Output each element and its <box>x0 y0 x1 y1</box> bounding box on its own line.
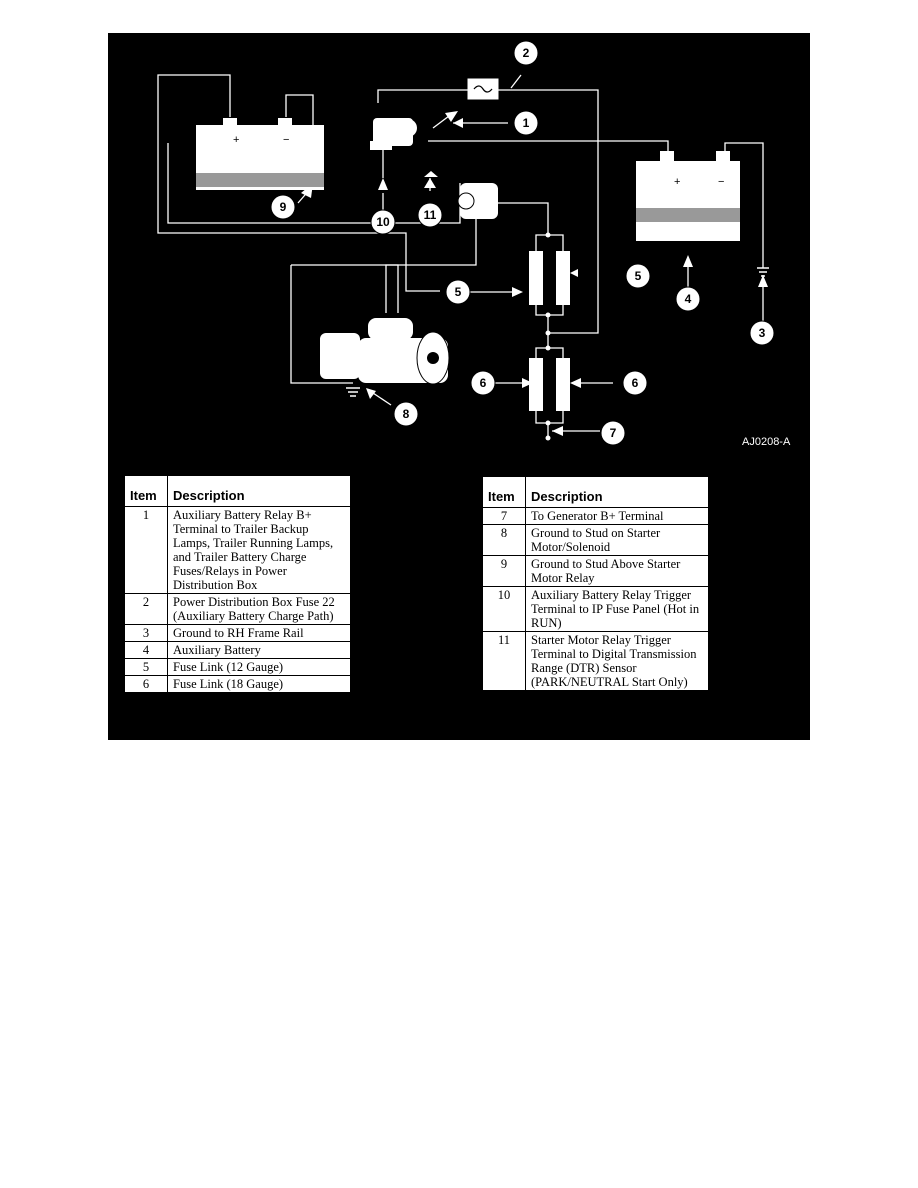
figure-ref: AJ0208-A <box>742 436 791 448</box>
legend-row: 3 Ground to RH Frame Rail <box>124 624 351 642</box>
svg-text:1: 1 <box>523 116 530 130</box>
legend-row: 7 To Generator B+ Terminal <box>482 507 709 525</box>
legend-item-description: Starter Motor Relay Trigger Terminal to … <box>525 631 709 691</box>
junction-dots <box>545 232 551 441</box>
legend-row: 4 Auxiliary Battery <box>124 641 351 659</box>
wires <box>157 74 764 438</box>
svg-text:+: + <box>674 176 680 188</box>
svg-text:−: − <box>718 176 724 188</box>
legend-item-number: 3 <box>124 624 168 642</box>
svg-text:5: 5 <box>635 269 642 283</box>
legend-item-number: 1 <box>124 506 168 594</box>
legend-table-right: Item Description 7 To Generator B+ Termi… <box>482 476 709 691</box>
legend-row: 10 Auxiliary Battery Relay Trigger Termi… <box>482 586 709 632</box>
legend-row: 9 Ground to Stud Above Starter Motor Rel… <box>482 555 709 587</box>
diagram-panel: + − + − <box>108 33 810 740</box>
fuse-22 <box>467 78 499 100</box>
svg-text:+: + <box>233 134 239 146</box>
legend-item-description: Ground to RH Frame Rail <box>167 624 351 642</box>
legend-row: 5 Fuse Link (12 Gauge) <box>124 658 351 676</box>
svg-text:11: 11 <box>424 208 437 222</box>
callout-8: 8 <box>393 401 419 427</box>
legend-item-description: Ground to Stud on Starter Motor/Solenoid <box>525 524 709 556</box>
svg-text:5: 5 <box>455 285 462 299</box>
arrowheads <box>301 111 768 436</box>
svg-text:8: 8 <box>403 407 410 421</box>
legend-item-description: Fuse Link (18 Gauge) <box>167 675 351 693</box>
legend-item-description: Power Distribution Box Fuse 22 (Auxiliar… <box>167 593 351 625</box>
callout-2: 2 <box>513 40 539 66</box>
svg-text:−: − <box>283 134 289 146</box>
auxiliary-battery-relay <box>370 118 417 150</box>
legend-item-number: 5 <box>124 658 168 676</box>
fuse-links-18-gauge <box>529 358 570 411</box>
legend-item-number: 11 <box>482 631 526 691</box>
legend-row: 8 Ground to Stud on Starter Motor/Soleno… <box>482 524 709 556</box>
callout-6-left: 6 <box>470 370 496 396</box>
legend-item-number: 2 <box>124 593 168 625</box>
callout-5-right: 5 <box>625 263 651 289</box>
legend-row: 1 Auxiliary Battery Relay B+ Terminal to… <box>124 506 351 594</box>
legend-row: 2 Power Distribution Box Fuse 22 (Auxili… <box>124 593 351 625</box>
callout-4: 4 <box>675 286 701 312</box>
callout-6-right: 6 <box>622 370 648 396</box>
legend-row: 6 Fuse Link (18 Gauge) <box>124 675 351 693</box>
auxiliary-battery: + − <box>636 151 740 241</box>
fuse-links-12-gauge <box>529 251 570 305</box>
legend-header-item: Item <box>482 476 526 508</box>
legend-header-item: Item <box>124 475 168 507</box>
legend-item-number: 10 <box>482 586 526 632</box>
legend-item-description: Fuse Link (12 Gauge) <box>167 658 351 676</box>
callout-7: 7 <box>600 420 626 446</box>
svg-text:10: 10 <box>376 215 390 229</box>
svg-text:2: 2 <box>523 46 530 60</box>
svg-text:3: 3 <box>759 326 766 340</box>
callout-5-left: 5 <box>445 279 471 305</box>
legend-item-number: 4 <box>124 641 168 659</box>
callout-10: 10 <box>370 209 396 235</box>
legend-item-description: Ground to Stud Above Starter Motor Relay <box>525 555 709 587</box>
legend-item-description: Auxiliary Battery Relay B+ Terminal to T… <box>167 506 351 594</box>
callout-9: 9 <box>270 194 296 220</box>
legend-row: 11 Starter Motor Relay Trigger Terminal … <box>482 631 709 691</box>
legend-item-number: 9 <box>482 555 526 587</box>
svg-text:7: 7 <box>610 426 617 440</box>
legend-item-description: Auxiliary Battery <box>167 641 351 659</box>
wiring-diagram: + − + − <box>157 40 791 448</box>
callout-1: 1 <box>513 110 539 136</box>
legend-table-left: Item Description 1 Auxiliary Battery Rel… <box>124 475 351 693</box>
legend-header-description: Description <box>167 475 351 507</box>
callout-11: 11 <box>417 202 443 228</box>
svg-text:4: 4 <box>685 292 692 306</box>
callout-3: 3 <box>749 320 775 346</box>
legend-item-number: 7 <box>482 507 526 525</box>
starter-motor-relay <box>457 183 498 219</box>
svg-text:6: 6 <box>632 376 639 390</box>
starter-motor <box>320 318 450 385</box>
legend-item-number: 8 <box>482 524 526 556</box>
legend-item-description: Auxiliary Battery Relay Trigger Terminal… <box>525 586 709 632</box>
legend-item-description: To Generator B+ Terminal <box>525 507 709 525</box>
main-battery: + − <box>196 118 324 190</box>
svg-text:9: 9 <box>280 200 287 214</box>
legend-item-number: 6 <box>124 675 168 693</box>
ground-symbols <box>308 160 769 397</box>
legend-header-description: Description <box>525 476 709 508</box>
svg-text:6: 6 <box>480 376 487 390</box>
